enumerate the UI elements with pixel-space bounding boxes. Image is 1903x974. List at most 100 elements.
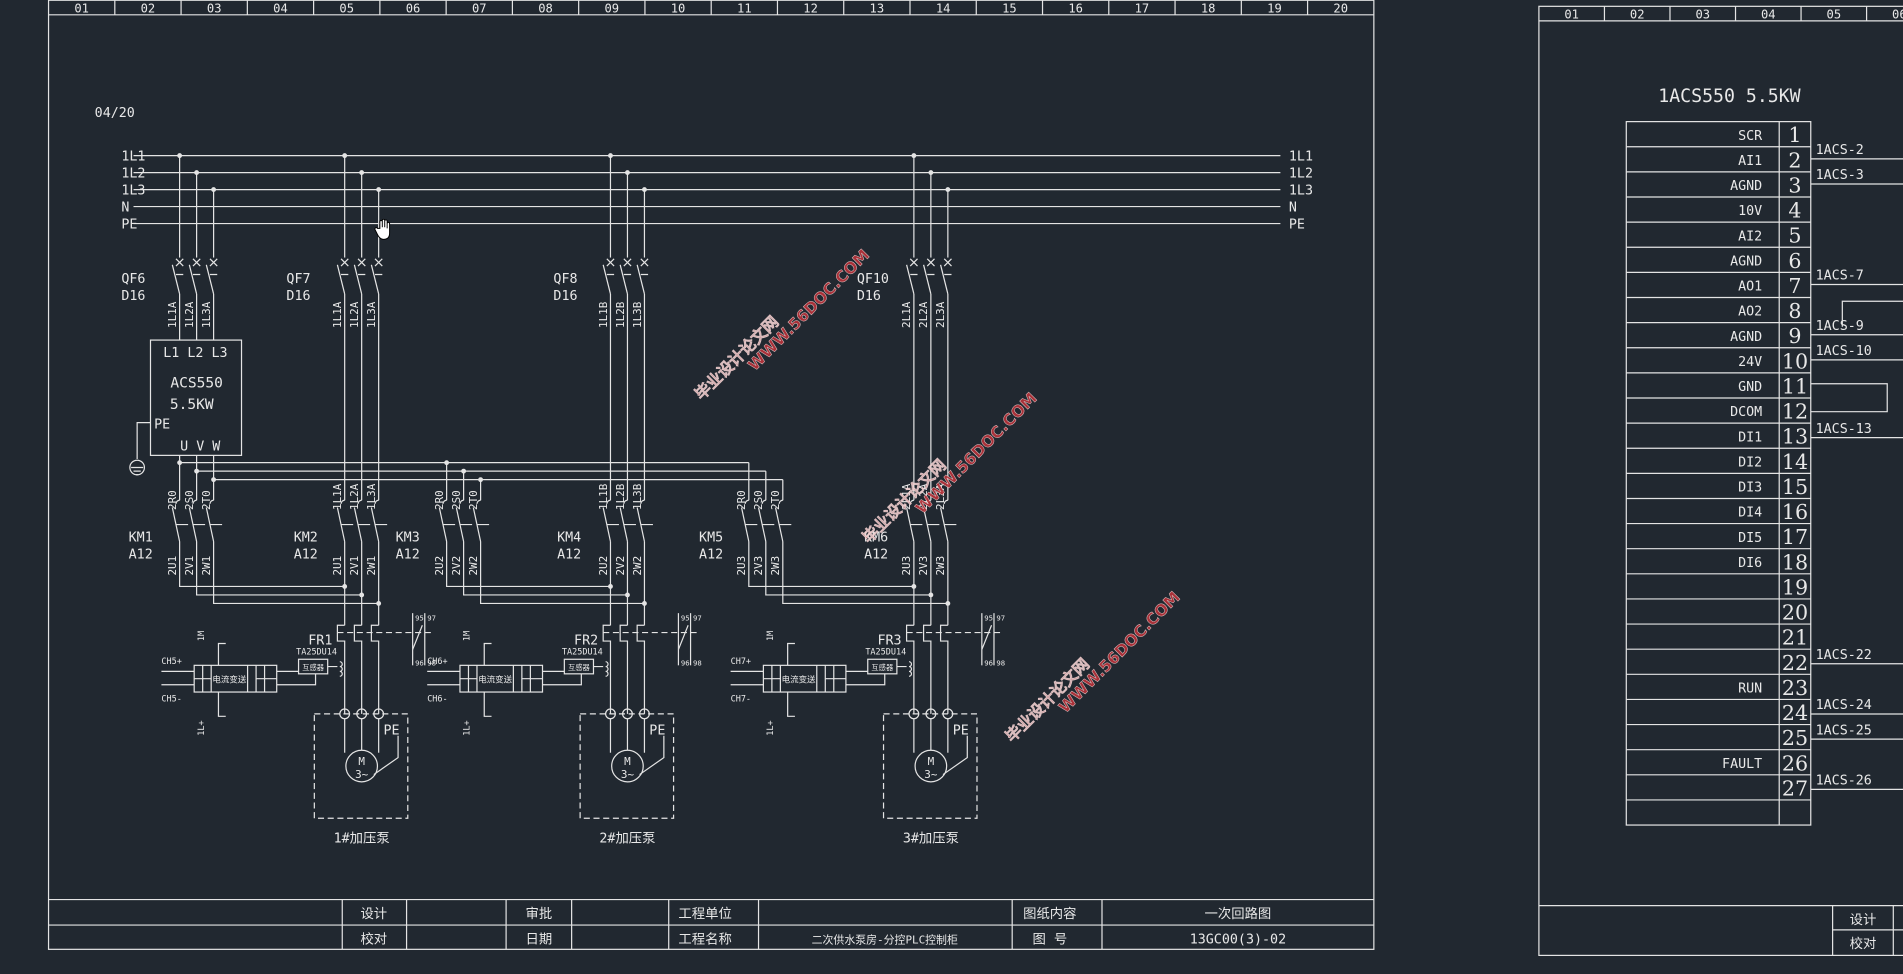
terminal-block-title: 1ACS550 5.5KW	[1658, 86, 1800, 107]
contactor-blade	[619, 507, 636, 542]
contactor-wire-label-bottom: 2U1	[331, 556, 344, 576]
breaker-blade	[188, 264, 201, 295]
contactor-blade	[472, 507, 490, 542]
contactor-wire-label-top: 2T0	[769, 490, 782, 510]
contactor-wire-label-top: 2L3A	[934, 483, 947, 510]
contactor-link	[463, 541, 628, 596]
terminal-signal-name: DI2	[1738, 455, 1762, 470]
thermal-relay-name: FR2	[574, 634, 598, 649]
signal-1m: 1M	[766, 631, 776, 641]
terminal-wire-label: 1ACS-3	[1816, 168, 1864, 183]
terminal-signal-name: RUN	[1738, 682, 1762, 697]
motor-pe-label: PE	[384, 724, 400, 739]
terminal-number: 21	[1782, 626, 1808, 650]
contactor-arc	[623, 499, 628, 505]
terminal-number: 6	[1788, 249, 1801, 273]
breaker-x-mark	[209, 258, 218, 267]
contactor-arc	[192, 499, 197, 505]
breaker-name: QF10	[857, 272, 889, 287]
title-block-project-label: 工程名称	[678, 931, 731, 947]
breaker-x-mark	[340, 258, 349, 267]
thermal-relay-element	[939, 624, 949, 714]
terminal-signal-name: AGND	[1730, 330, 1762, 345]
contactor-link	[479, 541, 645, 605]
bus-label-right: 1L2	[1289, 166, 1313, 181]
title-block-check: 校对	[1850, 935, 1877, 952]
vfd-model: ACS550	[170, 374, 223, 391]
side-sheet-frame	[1538, 5, 1903, 957]
aux-terminal-95: 95	[681, 613, 690, 622]
signal-wire	[427, 642, 492, 717]
signal-ch-minus: CH7-	[731, 695, 751, 705]
contactor-wire-label-top: 2R0	[433, 490, 446, 510]
hand-cursor-icon	[374, 218, 391, 240]
contactor-type: A12	[396, 548, 420, 563]
ruler-column-number: 15	[1002, 1, 1017, 15]
ruler-column-number: 09	[604, 1, 619, 15]
contactor-blade	[370, 507, 388, 542]
thermal-relay-element	[636, 624, 646, 714]
contactor-name: KM6	[864, 531, 888, 546]
contactor-wire-label-bottom: 2V1	[348, 556, 361, 576]
ruler-column-number: 06	[1892, 7, 1903, 21]
breaker-wire-label: 1L2A	[348, 301, 361, 328]
thermal-relay-type: TA25DU14	[562, 647, 603, 657]
contactor-blade	[602, 507, 619, 542]
contactor-arc	[606, 499, 611, 505]
contactor-blade	[757, 507, 775, 542]
terminal-number: 26	[1782, 751, 1808, 775]
motor-pe-wire	[373, 735, 399, 776]
contactor-wire-label-top: 2L2A	[917, 483, 930, 510]
motor-enclosure	[313, 713, 409, 819]
title-block-design: 设计	[360, 906, 387, 922]
ruler-column-number: 01	[1564, 7, 1579, 21]
breaker-x-mark	[640, 258, 649, 267]
bus-label-left: N	[121, 200, 129, 215]
motor-type: 3~	[924, 768, 938, 781]
contactor-link	[196, 541, 362, 596]
motor-type: 3~	[355, 768, 369, 781]
vfd-output-terminals: U V W	[180, 440, 221, 455]
terminal-number: 1	[1788, 123, 1801, 147]
terminal-number: 12	[1782, 400, 1808, 424]
terminal-number: 16	[1782, 500, 1808, 524]
contactor-wire-label-bottom: 2W2	[467, 556, 480, 576]
contactor-wire-label-top: 2T0	[200, 490, 213, 510]
breaker-blade	[353, 264, 366, 295]
aux-terminal-95: 95	[984, 613, 993, 622]
signal-wire	[161, 642, 226, 717]
contactor-arc	[778, 499, 783, 505]
contactor-wire-label-bottom: 2V1	[183, 556, 196, 576]
terminal-signal-name: AI2	[1738, 229, 1762, 244]
hand-cursor-shape	[374, 218, 391, 240]
contactor-wire-label-bottom: 2U3	[900, 556, 913, 576]
sheet-reference: 04/20	[95, 106, 135, 121]
breaker-wire-label: 1L2A	[183, 301, 196, 328]
contactor-wire-label-bottom: 2W1	[365, 556, 378, 576]
motor-letter: M	[928, 755, 935, 768]
transducer-wire	[276, 665, 338, 686]
terminal-number: 25	[1782, 726, 1808, 750]
contactor-arc	[374, 499, 379, 505]
contactor-wire-label-top: 1L3B	[631, 483, 644, 510]
terminal-signal-name: SCR	[1738, 129, 1763, 144]
ruler-column-number: 16	[1068, 1, 1083, 15]
terminal-wire-label: 1ACS-13	[1816, 422, 1872, 437]
aux-terminal-97: 97	[693, 613, 702, 622]
current-transformer-label: 互感器	[871, 663, 894, 672]
contactor-link	[748, 541, 914, 588]
ruler-column-number: 17	[1135, 1, 1150, 15]
terminal-number: 4	[1788, 199, 1801, 223]
contactor-type: A12	[294, 548, 318, 563]
terminal-wire-label: 1ACS-24	[1816, 698, 1872, 713]
signal-1m: 1M	[463, 631, 473, 641]
ruler-column-number: 05	[1827, 7, 1842, 21]
contactor-wire-label-bottom: 2V2	[614, 556, 627, 576]
terminal-number: 23	[1782, 676, 1808, 700]
contactor-link	[765, 541, 931, 596]
motor-letter: M	[358, 755, 365, 768]
